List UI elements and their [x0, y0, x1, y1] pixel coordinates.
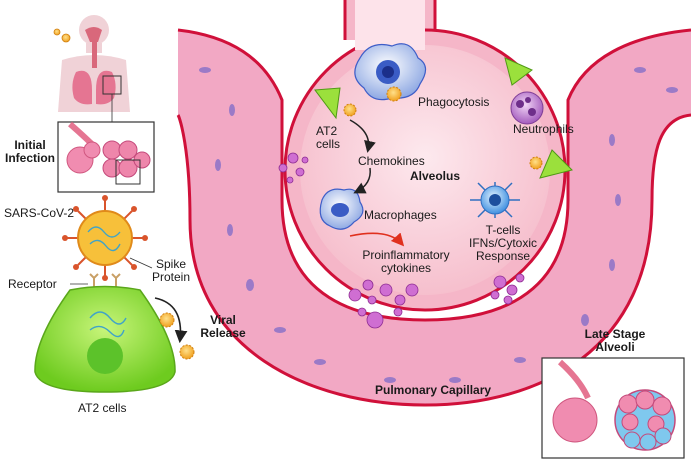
sars-cov-2-label: SARS-CoV-2: [4, 206, 75, 220]
tcells-label: T-cells IFNs/Cytoxic Response: [468, 223, 537, 263]
chemokines-label: Chemokines: [358, 154, 425, 168]
t-cell: [470, 182, 520, 218]
viral-release-label: Viral Release: [200, 313, 246, 340]
alveolus-sac: [283, 0, 567, 312]
alveolus-viruses: [343, 86, 543, 170]
released-viruses: [159, 312, 195, 360]
initial-infection-inset: [57, 121, 155, 193]
alveolus-label: Alveolus: [410, 169, 461, 183]
cytokine-arrow: [349, 232, 405, 247]
spike-protein-label: Spike Protein: [151, 257, 191, 284]
macrophage-arrow: [353, 167, 371, 194]
receptor-label: Receptor: [8, 277, 57, 291]
neutrophil: [510, 91, 544, 125]
alveolar-at2-cells: [314, 57, 573, 179]
proinflammatory-label: Proinflammatory cytokines: [362, 248, 450, 275]
at2-cells-inner-label: AT2 cells: [316, 124, 341, 151]
macrophage-middle: [319, 188, 364, 230]
macrophages-label: Macrophages: [364, 208, 437, 222]
chemokines-arrow: [349, 119, 376, 153]
late-stage-label: Late Stage Alveoli: [584, 327, 646, 354]
late-stage-inset: [541, 357, 685, 459]
at2-cell-large: [34, 285, 176, 393]
viral-release-arrow: [154, 297, 188, 344]
vessel-wall: [176, 28, 691, 407]
macrophage-top: [354, 43, 427, 101]
spike-leader: [129, 257, 153, 269]
at2-cells-bottom-label: AT2 cells: [78, 401, 127, 415]
phagocytosis-label: Phagocytosis: [418, 95, 490, 109]
body-silhouette: [53, 15, 130, 112]
cytokine-clusters: [278, 152, 525, 329]
pulmonary-capillary-label: Pulmonary Capillary: [375, 383, 492, 397]
neutrophils-label: Neutrophils: [513, 122, 574, 136]
sars-cov-2-virion: [62, 195, 148, 281]
initial-infection-label: Initial Infection: [5, 138, 55, 165]
